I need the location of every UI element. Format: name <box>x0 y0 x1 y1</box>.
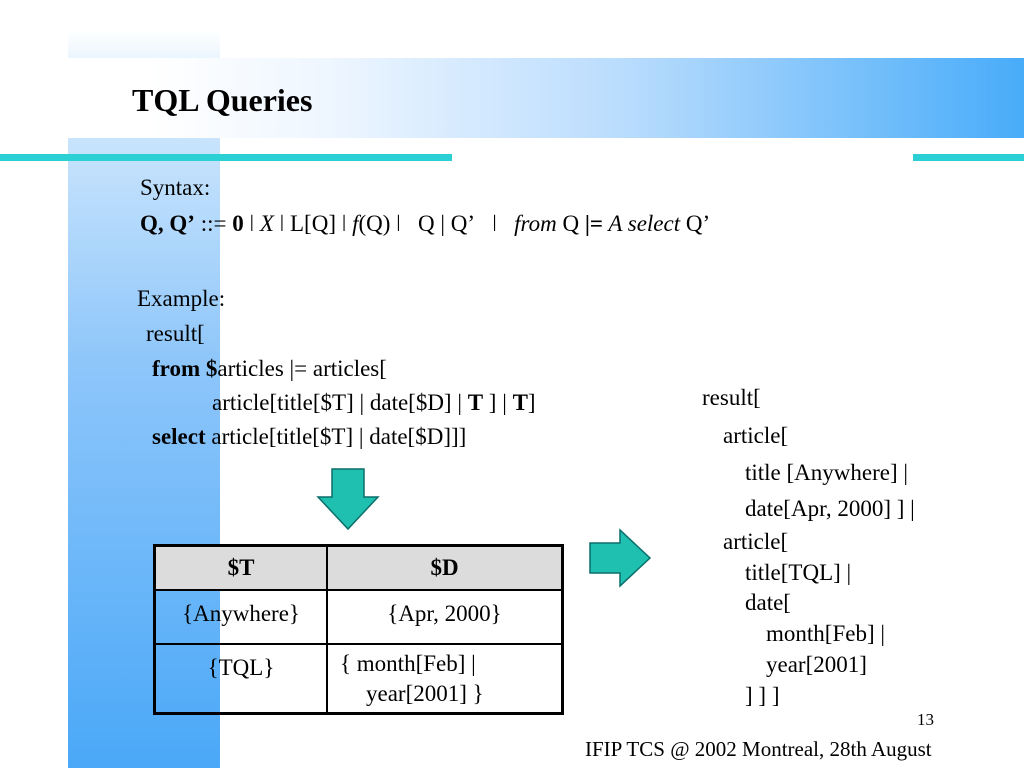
result-line: month[Feb] | <box>766 621 885 646</box>
example-line-article: article[title[$T] | date[$D] | T ] | T] <box>212 390 536 415</box>
result-line: year[2001] <box>766 652 867 677</box>
syntax-rule: Q, Q’ ::= 0 ǀ X ǀ L[Q] ǀ f(Q) ǀ Q | Q’ ǀ… <box>140 211 711 236</box>
title-underline-left <box>0 154 452 161</box>
example-line-result: result[ <box>146 321 205 346</box>
table-row: {Anywhere} {Apr, 2000} <box>153 589 564 645</box>
result-line: date[ <box>745 590 791 615</box>
right-arrow-icon <box>589 528 652 588</box>
example-line-select: select article[title[$T] | date[$D]]] <box>152 424 467 449</box>
footer-text: IFIP TCS @ 2002 Montreal, 28th August <box>585 737 932 761</box>
page-number: 13 <box>917 710 934 729</box>
result-line: title [Anywhere] | <box>745 460 908 485</box>
result-line: ] ] ] <box>745 683 780 708</box>
table-cell: { month[Feb] | year[2001] } <box>326 643 564 715</box>
result-line: date[Apr, 2000] ] | <box>745 496 915 521</box>
title-underline-right <box>913 154 1024 161</box>
result-line: article[ <box>723 423 789 448</box>
syntax-label: Syntax: <box>140 175 211 200</box>
slide-title: TQL Queries <box>132 82 313 118</box>
example-line-from: from $articles |= articles[ <box>152 356 387 381</box>
binding-table: $T $D {Anywhere} {Apr, 2000} {TQL} { mon… <box>153 544 564 715</box>
table-header-t: $T <box>153 544 328 591</box>
table-row: {TQL} { month[Feb] | year[2001] } <box>153 643 564 715</box>
syntax-q: Q, Q’ <box>140 211 195 236</box>
result-line: article[ <box>723 529 789 554</box>
table-cell: {Apr, 2000} <box>326 589 564 645</box>
table-header-row: $T $D <box>153 544 564 591</box>
table-cell: {TQL} <box>153 643 328 715</box>
result-line: result[ <box>702 385 761 410</box>
result-line: title[TQL] | <box>745 560 852 585</box>
table-cell: {Anywhere} <box>153 589 328 645</box>
down-arrow-icon <box>316 468 380 531</box>
example-label: Example: <box>137 286 226 311</box>
table-header-d: $D <box>326 544 564 591</box>
title-gradient-band <box>30 58 1024 138</box>
